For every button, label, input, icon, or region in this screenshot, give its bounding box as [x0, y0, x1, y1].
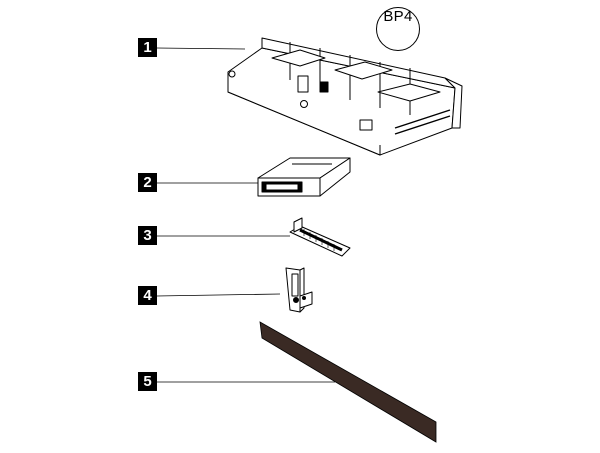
backplane-badge: BP4	[376, 7, 420, 51]
drive-cage-drawing	[227, 37, 463, 156]
callout-1: 1	[138, 38, 157, 57]
cable-strip-drawing	[259, 321, 437, 443]
callout-2: 2	[138, 173, 157, 192]
backplane-board-drawing	[289, 217, 351, 257]
callout-5: 5	[138, 372, 157, 391]
callout-3: 3	[138, 226, 157, 245]
leader-line-4	[156, 293, 281, 297]
drive-filler-drawing	[257, 157, 351, 197]
bracket-drawing	[285, 267, 313, 313]
callout-4: 4	[138, 286, 157, 305]
leader-line-1	[156, 47, 246, 50]
